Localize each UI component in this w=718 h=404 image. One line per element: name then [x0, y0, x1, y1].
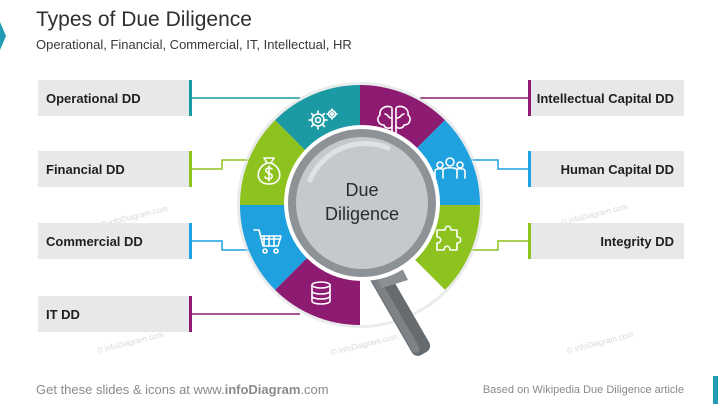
center-label-line1: Due — [345, 180, 379, 200]
segment-intellectual — [360, 84, 445, 155]
segment-operational — [275, 84, 360, 155]
puzzle-icon — [436, 225, 462, 251]
connector-financial — [192, 159, 252, 170]
label-it-dd: IT DD — [38, 296, 192, 332]
label-intellectual-capital-dd: Intellectual Capital DD — [528, 80, 684, 116]
slide-accent-right — [713, 376, 718, 404]
footer-prefix: Get these slides & icons at www. — [36, 382, 225, 397]
connector-commercial — [192, 240, 252, 251]
footer-promo: Get these slides & icons at www.infoDiag… — [36, 382, 329, 397]
label-integrity-dd: Integrity DD — [528, 223, 684, 259]
connector-human — [468, 159, 528, 170]
gears-icon — [308, 108, 338, 130]
page-subtitle: Operational, Financial, Commercial, IT, … — [36, 37, 352, 52]
page-title: Types of Due Diligence — [36, 8, 252, 31]
brain-icon — [377, 105, 411, 134]
database-icon — [311, 281, 331, 305]
segment-commercial — [239, 205, 310, 290]
shopping-cart-icon — [253, 229, 282, 254]
label-operational-dd: Operational DD — [38, 80, 192, 116]
segment-financial — [239, 120, 310, 205]
slide-accent-left — [0, 22, 6, 50]
label-financial-dd: Financial DD — [38, 151, 192, 187]
footer-source: Based on Wikipedia Due Diligence article — [482, 384, 684, 396]
money-bag-icon — [257, 157, 281, 185]
center-label-line2: Diligence — [324, 204, 400, 224]
label-human-capital-dd: Human Capital DD — [528, 151, 684, 187]
footer-brand: infoDiagram — [224, 382, 301, 397]
label-commercial-dd: Commercial DD — [38, 223, 192, 259]
center-label: Due Diligence — [300, 178, 424, 226]
magnifier-lens — [296, 137, 428, 269]
segment-it — [275, 255, 360, 326]
footer-suffix: .com — [300, 382, 329, 397]
people-icon — [434, 157, 466, 179]
connector-integrity — [468, 240, 528, 251]
